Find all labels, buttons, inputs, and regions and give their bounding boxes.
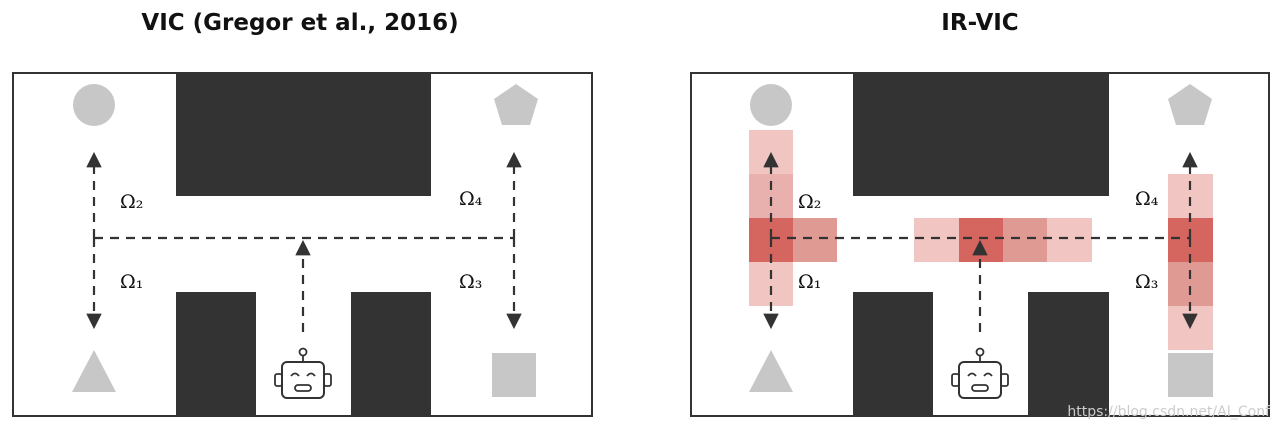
- omega-2-label: Ω₂: [120, 191, 143, 213]
- robot-icon: [274, 347, 332, 399]
- trajectory-paths: [86, 151, 522, 332]
- triangle-goal-icon: [72, 350, 116, 392]
- heat-cell: [914, 218, 959, 262]
- watermark-text: https://blog.csdn.net/AI_Conf: [1067, 404, 1270, 420]
- pentagon-goal-icon: [1168, 84, 1212, 125]
- vic-panel: Ω₂ Ω₁ Ω₄ Ω₃: [12, 72, 593, 417]
- triangle-goal-icon: [749, 350, 793, 392]
- heat-cell: [1168, 174, 1213, 218]
- wall-bottom-left: [176, 292, 256, 416]
- circle-goal-icon: [750, 84, 792, 126]
- trajectory-paths: [763, 151, 1198, 332]
- heat-cell: [1168, 306, 1213, 350]
- pentagon-goal-icon: [494, 84, 538, 125]
- heat-cell: [1003, 218, 1047, 262]
- omega-1-label: Ω₁: [120, 271, 143, 293]
- circle-goal-icon: [73, 84, 115, 126]
- wall-bottom-right: [351, 292, 431, 416]
- wall-bottom-left: [853, 292, 933, 416]
- ir-vic-panel: Ω₂ Ω₁ Ω₄ Ω₃: [690, 72, 1270, 417]
- heat-cell: [1168, 262, 1213, 306]
- heat-cell: [793, 218, 837, 262]
- wall-top: [176, 73, 431, 196]
- square-goal-icon: [1168, 353, 1213, 397]
- heat-cell: [959, 218, 1003, 262]
- omega-4-label: Ω₄: [1135, 188, 1159, 210]
- wall-bottom-right: [1028, 292, 1109, 416]
- heat-cell: [1047, 218, 1092, 262]
- omega-3-label: Ω₃: [459, 271, 482, 293]
- heat-cell: [749, 262, 793, 306]
- panel-title-ir-vic: IR-VIC: [941, 10, 1019, 36]
- omega-3-label: Ω₃: [1135, 271, 1158, 293]
- omega-1-label: Ω₁: [798, 271, 821, 293]
- omega-2-label: Ω₂: [798, 191, 821, 213]
- panel-title-vic: VIC (Gregor et al., 2016): [141, 10, 459, 36]
- wall-top: [853, 73, 1109, 196]
- omega-4-label: Ω₄: [459, 188, 483, 210]
- heat-cell: [749, 174, 793, 218]
- square-goal-icon: [492, 353, 536, 397]
- robot-icon: [951, 347, 1009, 399]
